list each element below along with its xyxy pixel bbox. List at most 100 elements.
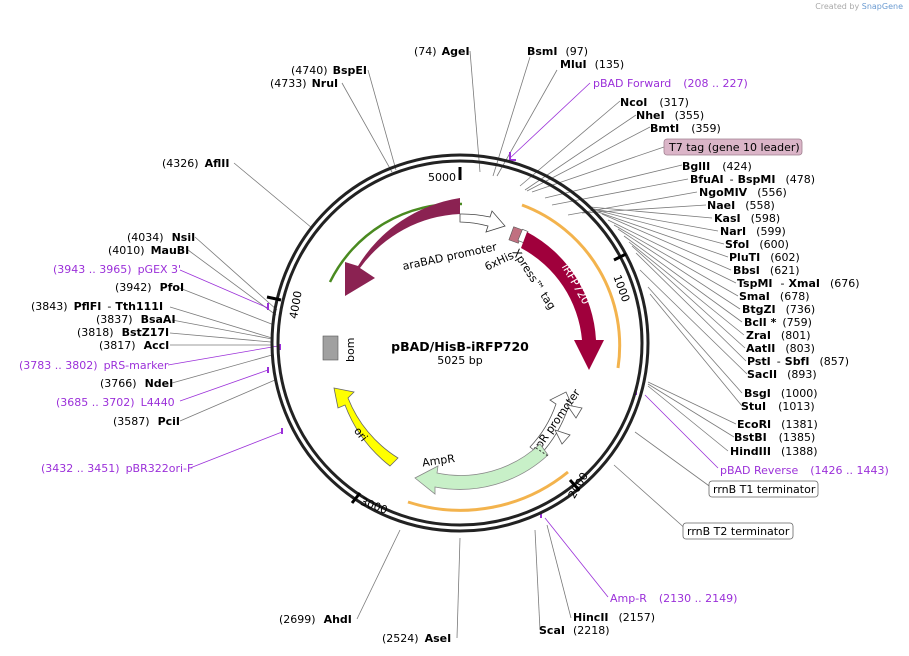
site-aatii[interactable]: AatII(803): [746, 342, 815, 355]
site-pluti[interactable]: PluTI(602): [729, 251, 800, 264]
site-smai[interactable]: SmaI(678): [739, 290, 810, 303]
site-stui[interactable]: StuI(1013): [741, 400, 815, 413]
arabad-promoter-arrow[interactable]: [459, 210, 506, 233]
svg-text:TspMI-XmaI(676): TspMI-XmaI(676): [737, 277, 860, 290]
svg-text:NheI(355): NheI(355): [636, 109, 704, 122]
site-bsmi[interactable]: BsmI(97): [527, 45, 588, 58]
site-btgzi[interactable]: BtgZI(736): [742, 303, 815, 316]
svg-text:(3817)AccI: (3817)AccI: [99, 339, 169, 352]
arabad-promoter-label: araBAD promoter: [401, 240, 498, 273]
site-bspei[interactable]: (4740)BspEI: [291, 64, 367, 77]
arac-arrow[interactable]: [345, 198, 460, 296]
site-bbsi[interactable]: BbsI(621): [733, 264, 800, 277]
t7-tag-box[interactable]: [663, 138, 803, 156]
primer-pbr322ori-f[interactable]: (3432 .. 3451)pBR322ori-F: [41, 462, 193, 475]
site-tspmi[interactable]: TspMI-XmaI(676): [737, 277, 860, 290]
site-bstz17i[interactable]: (3818)BstZ17I: [77, 326, 169, 339]
site-sacii[interactable]: SacII(893): [747, 368, 817, 381]
site-nrui[interactable]: (4733)NruI: [270, 77, 338, 90]
site-maubi[interactable]: (4010)MauBI: [108, 244, 189, 257]
site-asei[interactable]: (2524)AseI: [382, 632, 451, 645]
site-ahdi[interactable]: (2699)AhdI: [279, 613, 352, 626]
site-psti[interactable]: PstI-SbfI(857): [747, 355, 849, 368]
svg-text:BsgI(1000): BsgI(1000): [744, 387, 817, 400]
ampr-arrow[interactable]: [414, 443, 549, 495]
svg-text:(4326)AflII: (4326)AflII: [162, 157, 229, 170]
site-nhei[interactable]: NheI(355): [636, 109, 704, 122]
rrnb-t2-marker: [554, 429, 571, 445]
svg-text:(74)AgeI: (74)AgeI: [414, 45, 470, 58]
svg-text:Amp-R(2130 .. 2149): Amp-R(2130 .. 2149): [610, 592, 737, 605]
site-zrai[interactable]: ZraI(801): [746, 329, 811, 342]
site-sfoi[interactable]: SfoI(600): [725, 238, 789, 251]
svg-text:SacII(893): SacII(893): [747, 368, 817, 381]
irfp720-arrow[interactable]: [521, 232, 604, 370]
svg-text:BglII(424): BglII(424): [682, 160, 752, 173]
svg-text:BmtI(359): BmtI(359): [650, 122, 721, 135]
plasmid-size: 5025 bp: [437, 354, 482, 367]
svg-text:(4010)MauBI: (4010)MauBI: [108, 244, 189, 257]
site-acci[interactable]: (3817)AccI: [99, 339, 169, 352]
site-ndei[interactable]: (3766)NdeI: [100, 377, 173, 390]
site-ncoi[interactable]: NcoI(317): [620, 96, 689, 109]
site-mlui[interactable]: MluI(135): [560, 58, 624, 71]
primer-amp-r[interactable]: Amp-R(2130 .. 2149): [610, 592, 737, 605]
site-bmti[interactable]: BmtI(359): [650, 122, 721, 135]
snapgene-credit: Created by SnapGene: [815, 2, 903, 11]
primer-l4440[interactable]: (3685 .. 3702)L4440: [56, 396, 175, 409]
plasmid-name: pBAD/HisB-iRFP720: [391, 339, 529, 354]
site-hindiii[interactable]: HindIII(1388): [730, 445, 818, 458]
svg-text:ScaI(2218): ScaI(2218): [539, 624, 610, 637]
snapgene-logo: SnapGene: [861, 2, 903, 11]
leader-lines: [169, 50, 748, 639]
svg-text:PluTI(602): PluTI(602): [729, 251, 800, 264]
primer-pbad-reverse[interactable]: pBAD Reverse(1426 .. 1443): [720, 464, 889, 477]
svg-text:BtgZI(736): BtgZI(736): [742, 303, 815, 316]
site-bsgi[interactable]: BsgI(1000): [744, 387, 817, 400]
rrnb-marker: [566, 404, 583, 419]
svg-text:HindIII(1388): HindIII(1388): [730, 445, 818, 458]
site-bfuai[interactable]: BfuAI-BspMI(478): [690, 173, 815, 186]
primer-pbad-forward[interactable]: pBAD Forward(208 .. 227): [593, 77, 748, 90]
site-aflii[interactable]: (4326)AflII: [162, 157, 229, 170]
ori-arrow[interactable]: [333, 387, 399, 467]
rrnb-t2-box[interactable]: [682, 522, 794, 540]
site-hincii[interactable]: HincII(2157): [573, 611, 655, 624]
site-pflfi[interactable]: (3843)PflFI-Tth111I: [31, 300, 163, 313]
primer-pgex-3[interactable]: (3943 .. 3965)pGEX 3': [53, 263, 181, 276]
site-nari[interactable]: NarI(599): [720, 225, 786, 238]
site-kasi[interactable]: KasI(598): [714, 212, 780, 225]
rrnb-t1-label: rrnB T1 terminator: [713, 483, 816, 496]
svg-text:NarI(599): NarI(599): [720, 225, 786, 238]
rrnb-t1-box[interactable]: [708, 480, 819, 498]
site-ecori[interactable]: EcoRI(1381): [737, 418, 818, 431]
svg-text:BstBI(1385): BstBI(1385): [734, 431, 815, 444]
site-bglii[interactable]: BglII(424): [682, 160, 752, 173]
ampr-promoter-arrow[interactable]: [529, 391, 575, 456]
primer-prs-marker[interactable]: (3783 .. 3802)pRS-marker: [19, 359, 169, 372]
svg-text:SmaI(678): SmaI(678): [739, 290, 810, 303]
site-scai[interactable]: ScaI(2218): [539, 624, 610, 637]
svg-text:(3587)PciI: (3587)PciI: [113, 415, 180, 428]
svg-text:NcoI(317): NcoI(317): [620, 96, 689, 109]
site-bcli[interactable]: BclI *(759): [744, 316, 812, 329]
tick-3000: 3000: [359, 495, 390, 517]
svg-text:pBAD Reverse(1426 .. 1443): pBAD Reverse(1426 .. 1443): [720, 464, 889, 477]
svg-text:(4034)NsiI: (4034)NsiI: [127, 231, 195, 244]
site-nsii[interactable]: (4034)NsiI: [127, 231, 195, 244]
ampr-label: AmpR: [421, 452, 456, 469]
tick-2000: 2000: [566, 470, 591, 501]
site-naei[interactable]: NaeI(558): [707, 199, 775, 212]
site-pfoi[interactable]: (3942)PfoI: [115, 281, 184, 294]
site-bstbi[interactable]: BstBI(1385): [734, 431, 815, 444]
svg-text:pBAD Forward(208 .. 227): pBAD Forward(208 .. 227): [593, 77, 748, 90]
bom-box[interactable]: [322, 335, 339, 361]
irfp-highlight: [521, 203, 622, 369]
site-bsaai[interactable]: (3837)BsaAI: [96, 313, 176, 326]
svg-text:HincII(2157): HincII(2157): [573, 611, 655, 624]
site-ngomiv[interactable]: NgoMIV(556): [699, 186, 787, 199]
site-pcii[interactable]: (3587)PciI: [113, 415, 180, 428]
svg-text:(3783 .. 3802)pRS-marker: (3783 .. 3802)pRS-marker: [19, 359, 169, 372]
site-agei[interactable]: (74)AgeI: [414, 45, 470, 58]
backbone-inner: [276, 159, 644, 527]
